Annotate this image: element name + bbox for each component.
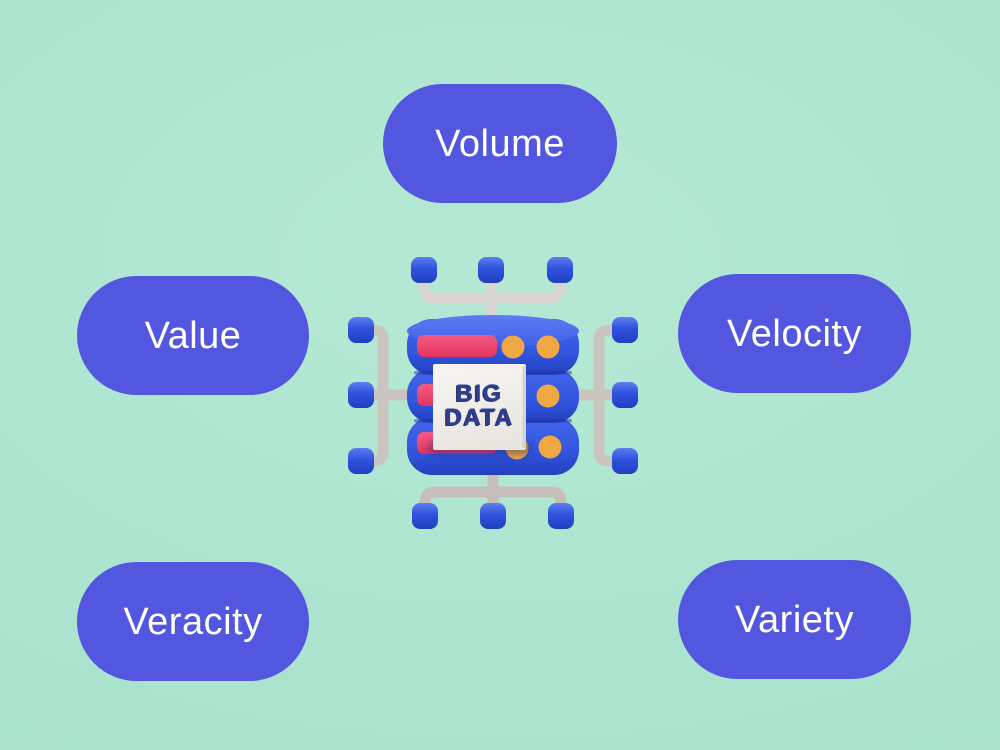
node-cube: [348, 382, 374, 408]
pill-volume-label: Volume: [435, 122, 565, 165]
big-data-text-shadow: BIG: [454, 381, 501, 408]
node-cube: [478, 257, 504, 283]
node-cube: [612, 382, 638, 408]
node-cube: [480, 503, 506, 529]
pill-value: Value: [77, 276, 309, 395]
node-cube: [348, 317, 374, 343]
pill-volume: Volume: [383, 84, 617, 203]
node-cube: [547, 257, 573, 283]
indicator-dot-orange: [501, 335, 525, 359]
indicator-dot-orange: [536, 384, 560, 408]
node-cube: [412, 503, 438, 529]
pill-velocity: Velocity: [678, 274, 911, 393]
indicator-dot-orange: [538, 435, 562, 459]
pill-velocity-label: Velocity: [727, 312, 862, 355]
status-bar-pink: [417, 335, 497, 357]
card-edge: [522, 366, 526, 448]
pill-variety: Variety: [678, 560, 911, 679]
pill-variety-label: Variety: [735, 598, 854, 641]
node-cubes: [348, 257, 638, 529]
node-cube: [411, 257, 437, 283]
big-data-illustration: BIG DATA BIG DATA: [340, 235, 660, 535]
node-cube: [612, 317, 638, 343]
pill-veracity-label: Veracity: [123, 600, 263, 643]
node-cube: [348, 448, 374, 474]
node-cube: [548, 503, 574, 529]
big-data-text: DATA: [445, 404, 514, 431]
big-data-server-3d-icon: BIG DATA BIG DATA: [348, 257, 638, 529]
indicator-dot-orange: [536, 335, 560, 359]
pill-veracity: Veracity: [77, 562, 309, 681]
database-icon: BIG DATA BIG DATA: [407, 315, 579, 475]
node-cube: [612, 448, 638, 474]
big-data-text: BIG: [456, 380, 503, 407]
big-data-text-shadow: DATA: [443, 405, 512, 432]
pill-value-label: Value: [144, 314, 242, 357]
big-data-card: BIG DATA BIG DATA: [433, 364, 526, 450]
